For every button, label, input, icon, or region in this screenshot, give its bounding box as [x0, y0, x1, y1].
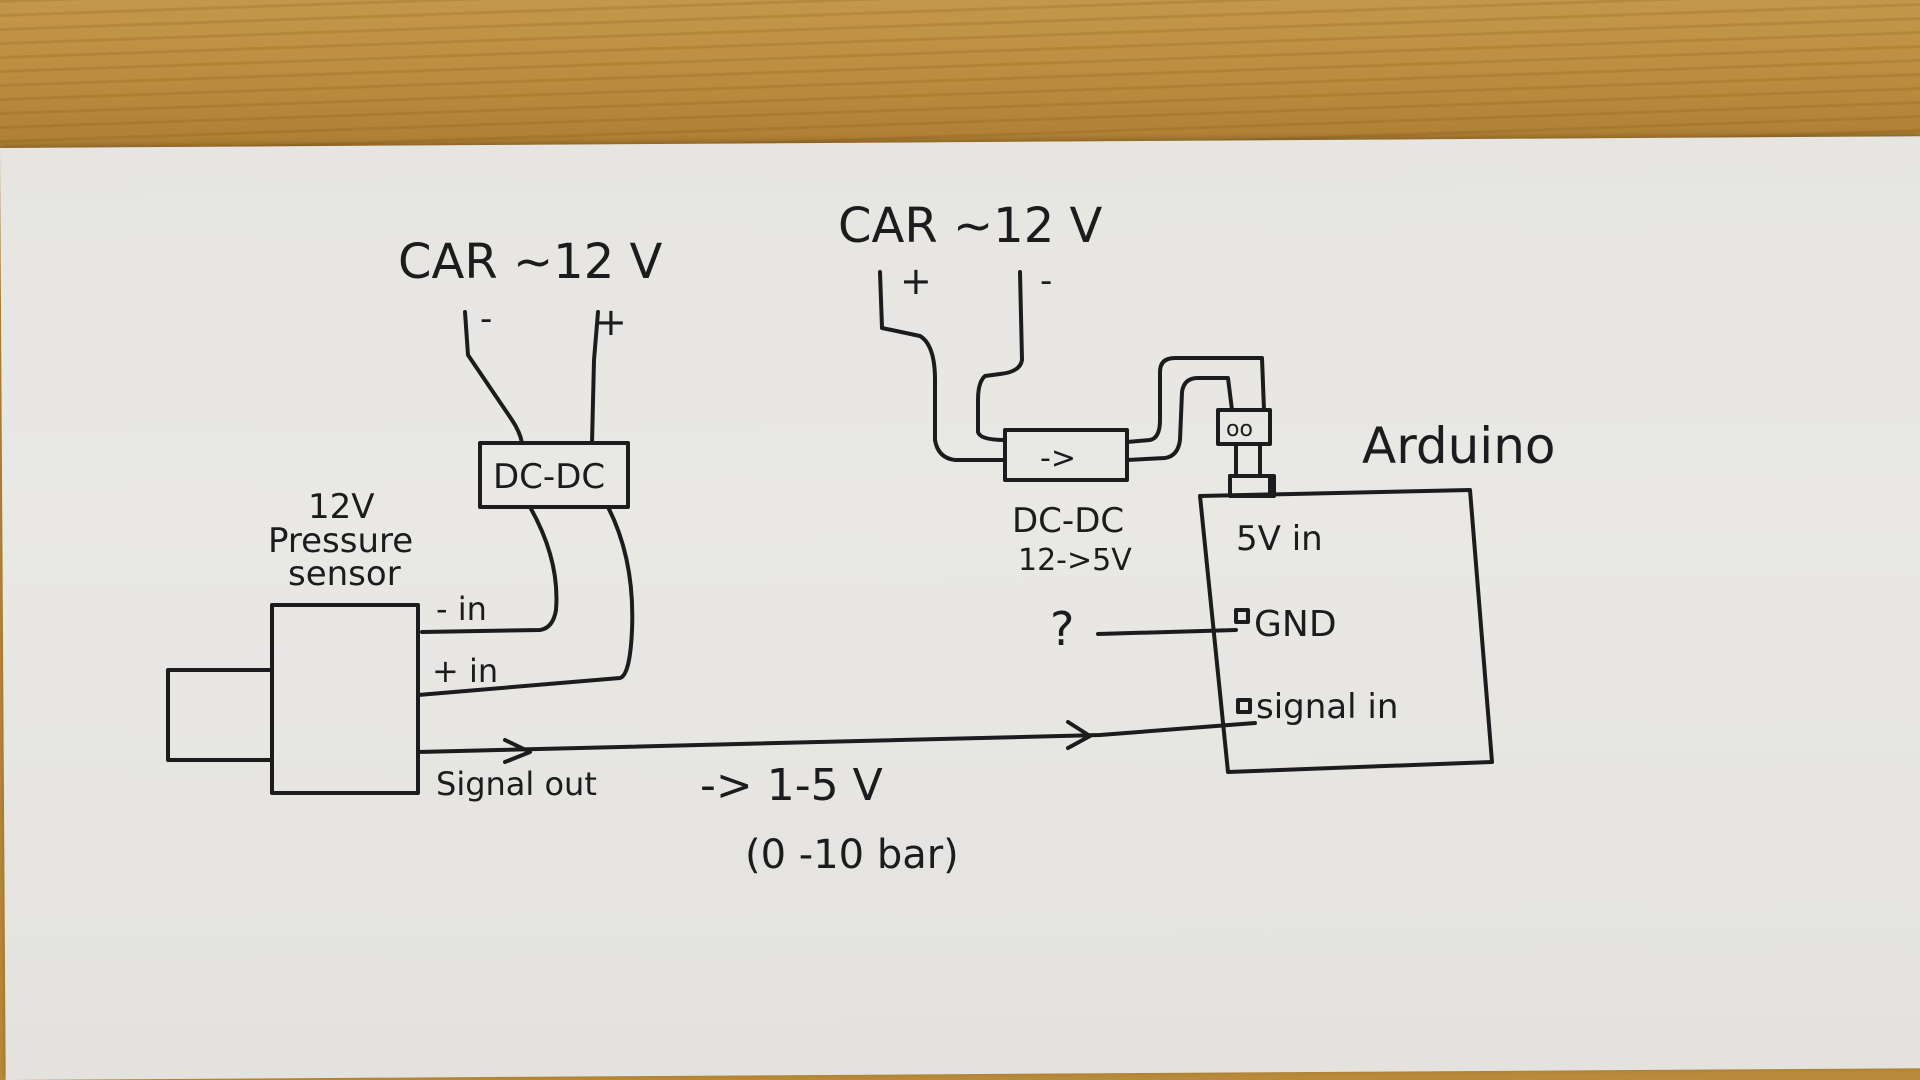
- dcdc-right-label: DC-DC: [1012, 501, 1124, 541]
- barrel-jack: [1216, 408, 1272, 446]
- wire-dcdc-to-jack-outer: [1125, 356, 1266, 444]
- arduino-label: Arduino: [1362, 417, 1555, 475]
- arduino-5v-in-label: 5V in: [1236, 519, 1323, 559]
- wire-dcdc-to-jack-inner: [1125, 376, 1234, 462]
- sensor-label-12v: 12V: [308, 487, 375, 527]
- car-right-plus-sign: +: [900, 259, 932, 303]
- wire-dcdc-to-sensor-plus: [416, 505, 635, 697]
- wire-car-left-minus: [463, 310, 524, 445]
- car-left-label: CAR ~12 V: [398, 234, 663, 290]
- dcdc-left-box: [478, 441, 630, 509]
- wire-dcdc-to-sensor-minus: [420, 505, 559, 634]
- car-right-minus-sign: -: [1040, 261, 1052, 301]
- pressure-sensor-port: [166, 668, 274, 762]
- arduino-signal-pin: [1236, 698, 1252, 714]
- dcdc-right-conversion: 12->5V: [1018, 543, 1132, 578]
- wire-car-right-plus: [878, 270, 1007, 462]
- wire-car-left-plus: [590, 310, 600, 445]
- dcdc-right-arrow: ->: [1040, 441, 1076, 476]
- car-left-plus-sign: +: [595, 300, 627, 344]
- sensor-label-sensor: sensor: [288, 554, 401, 594]
- sensor-minus-in-label: - in: [436, 590, 487, 628]
- arduino-signal-in-label: signal in: [1256, 687, 1398, 727]
- gnd-question-mark: ?: [1050, 602, 1074, 656]
- wire-signal-out: [416, 721, 1257, 754]
- car-left-minus-sign: -: [480, 299, 492, 339]
- sensor-plus-in-label: + in: [432, 652, 498, 690]
- wire-car-right-minus: [976, 270, 1024, 442]
- arduino-gnd-pin: [1234, 608, 1250, 624]
- arduino-board: [1198, 488, 1494, 774]
- arduino-gnd-label: GND: [1254, 604, 1337, 645]
- arrow-signal-out-large: [1066, 720, 1092, 750]
- barrel-jack-stem: [1228, 442, 1272, 496]
- barrel-jack-label: oo: [1226, 417, 1253, 442]
- car-right-label: CAR ~12 V: [838, 198, 1103, 254]
- wire-gnd-unknown: [1096, 628, 1238, 636]
- arrow-signal-out-small: [503, 738, 532, 764]
- sensor-signal-out-label: Signal out: [436, 765, 597, 803]
- signal-range-label: -> 1-5 V: [700, 760, 883, 811]
- dcdc-left-label: DC-DC: [493, 457, 605, 497]
- pressure-sensor-box: [270, 603, 420, 795]
- dcdc-right-box: [1003, 428, 1129, 482]
- pressure-range-label: (0 -10 bar): [745, 832, 959, 878]
- sensor-label-pressure: Pressure: [268, 521, 413, 561]
